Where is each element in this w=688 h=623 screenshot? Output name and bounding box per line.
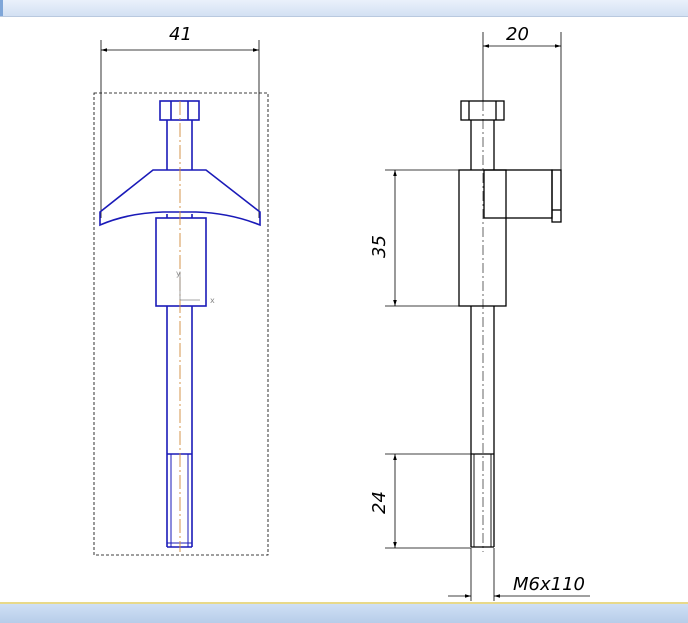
cad-drawing-canvas[interactable]: 41 bbox=[0, 17, 688, 602]
side-bracket[interactable] bbox=[483, 169, 553, 219]
dimension-thread: M6x110 bbox=[448, 548, 590, 601]
axis-label-y: y bbox=[176, 269, 181, 278]
selection-frame bbox=[93, 92, 269, 556]
front-view[interactable]: 41 bbox=[93, 24, 269, 556]
dimension-side-height-upper: 35 bbox=[369, 169, 459, 307]
side-body[interactable] bbox=[458, 169, 507, 307]
dimension-text-thread: M6x110 bbox=[513, 574, 585, 595]
dimension-text-24: 24 bbox=[369, 491, 390, 514]
bolt-assembly-side[interactable] bbox=[458, 100, 562, 548]
side-bracket-lip[interactable] bbox=[551, 169, 562, 223]
window-top-bar bbox=[0, 0, 688, 17]
clamp-wing[interactable] bbox=[99, 169, 261, 227]
dimension-text-35: 35 bbox=[369, 235, 390, 258]
dimension-side-height-lower: 24 bbox=[369, 453, 471, 549]
window-bottom-bar bbox=[0, 602, 688, 623]
coordinate-axes-icon bbox=[179, 272, 200, 301]
bolt-head[interactable] bbox=[159, 100, 200, 121]
dimension-front-width: 41 bbox=[100, 24, 260, 218]
bolt-assembly-selected[interactable] bbox=[99, 100, 261, 548]
dimension-text-41: 41 bbox=[169, 24, 192, 45]
axis-label-x: x bbox=[210, 296, 215, 305]
window-corner-accent bbox=[0, 0, 3, 16]
side-view[interactable]: 20 35 24 M6x110 bbox=[369, 24, 590, 601]
side-bolt-head[interactable] bbox=[460, 100, 505, 121]
sleeve-body[interactable] bbox=[155, 217, 207, 307]
dimension-side-width: 20 bbox=[482, 24, 562, 170]
dimension-text-20: 20 bbox=[506, 24, 529, 45]
drawing-sheet[interactable]: 41 bbox=[0, 17, 688, 602]
